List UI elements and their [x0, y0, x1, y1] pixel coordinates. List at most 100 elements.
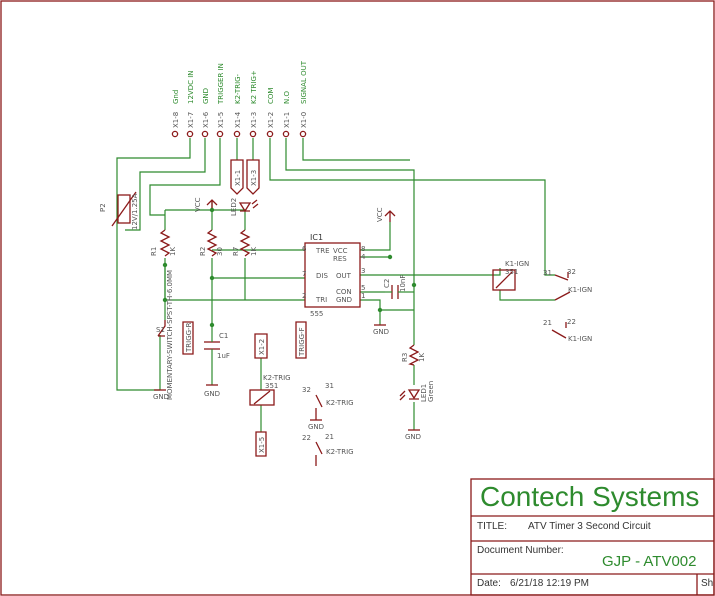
connector-pin-label: TRIGGER IN: [217, 63, 225, 105]
svg-text:X1-3: X1-3: [250, 170, 258, 186]
svg-text:21: 21: [543, 319, 552, 327]
connector-pin: [299, 130, 307, 138]
connector-pin: [233, 130, 241, 138]
relay-k1-contact-1: 31 32 K1-IGN: [543, 268, 592, 301]
svg-text:6: 6: [302, 245, 307, 253]
resistor-r2: R2 30: [199, 229, 224, 257]
k2-sw2-name: K2-TRIG: [326, 448, 354, 456]
flag-x1-3: X1-3: [246, 159, 260, 195]
connector-pin-label: N.O: [283, 91, 291, 104]
svg-text:1: 1: [361, 292, 365, 300]
connector-pin-id: X1-8: [172, 112, 180, 128]
resistor-r1: R1 1K: [150, 229, 177, 257]
k1-value: 351: [505, 268, 518, 276]
connector-pin-id: X1-2: [267, 112, 275, 128]
switch-s1: S1 MOMENTARY-SWITCH-SPST-TH-6.0MM: [156, 270, 174, 400]
svg-text:32: 32: [567, 268, 576, 276]
p2-ptc: P2 12V/1.25A: [99, 191, 139, 230]
connector-pin: [186, 130, 194, 138]
junctions: [162, 207, 417, 328]
connector-pin-label: K2-TRIG-: [234, 73, 242, 104]
p2-label: P2: [99, 203, 107, 212]
ic1-555: IC1 555 TRE DIS TRI VCC RES OUT CON GND …: [302, 233, 366, 318]
led2-label: LED2: [230, 198, 238, 216]
svg-text:X1-2: X1-2: [258, 339, 266, 355]
k1-sw2-name: K1-IGN: [568, 335, 592, 343]
svg-text:4: 4: [361, 253, 366, 261]
svg-text:X1-1: X1-1: [234, 170, 242, 186]
connector-pin-id: X1-1: [283, 112, 291, 128]
vcc-symbol-2: VCC: [376, 207, 396, 222]
svg-text:21: 21: [325, 433, 334, 441]
svg-text:TRE: TRE: [315, 247, 330, 255]
connector-pin-id: X1-3: [250, 112, 258, 128]
r7-name: R7: [232, 247, 240, 256]
led1-name: LED1: [420, 384, 428, 402]
svg-text:2: 2: [302, 292, 306, 300]
wires: [116, 138, 555, 432]
connector-pin-label: K2 TRIG+: [250, 70, 258, 104]
c2-name: C2: [383, 279, 391, 288]
relay-k2-coil: K2-TRIG 351: [249, 374, 291, 406]
svg-text:TRIGG-F: TRIGG-F: [298, 327, 306, 357]
relay-k1-contact-2: 21 22 K1-IGN: [543, 318, 592, 343]
svg-text:GND: GND: [405, 433, 421, 441]
relay-k2-contact-1: 31 32 K2-TRIG: [302, 382, 354, 420]
ic1-part: 555: [310, 310, 323, 318]
k1-sw1-name: K1-IGN: [568, 286, 592, 294]
connector-pin: [282, 130, 290, 138]
svg-text:TRIGG-R: TRIGG-R: [185, 322, 193, 353]
svg-text:3: 3: [361, 267, 365, 275]
led1: LED1 Green: [399, 381, 435, 402]
c1-name: C1: [219, 332, 228, 340]
r2-name: R2: [199, 247, 207, 256]
svg-text:RES: RES: [333, 255, 347, 263]
title-block-frame: [470, 478, 715, 596]
vcc-symbol-1: VCC: [194, 197, 218, 212]
k2-sw1-name: K2-TRIG: [326, 399, 354, 407]
r3-name: R3: [401, 353, 409, 362]
vcc1-label: VCC: [194, 197, 202, 212]
r1-value: 1K: [169, 247, 177, 256]
connector-pin-id: X1-6: [202, 111, 210, 128]
doc-number-label: Document Number:: [477, 545, 564, 556]
resistor-r3: R3 1K: [401, 344, 426, 366]
k2-value: 351: [265, 382, 278, 390]
svg-text:8: 8: [361, 245, 365, 253]
svg-text:VCC: VCC: [333, 247, 348, 255]
flag-x1-5: X1-5: [255, 431, 267, 457]
doc-number-value: GJP - ATV002: [602, 553, 697, 570]
connector-pin: [249, 130, 257, 138]
p2-value: 12V/1.25A: [131, 193, 139, 230]
k1-name: K1-IGN: [505, 260, 529, 268]
svg-text:DIS: DIS: [316, 272, 328, 280]
svg-text:GND: GND: [308, 423, 324, 431]
sheet-label: Sh: [701, 578, 714, 589]
s1-name: S1: [156, 326, 165, 334]
svg-text:22: 22: [302, 434, 311, 442]
led2: LED2: [230, 198, 259, 216]
flag-trigg-f: TRIGG-F: [295, 321, 307, 359]
connector-pin: [266, 130, 274, 138]
r7-value: 1K: [250, 247, 258, 256]
c2-value: 10nF: [399, 275, 407, 292]
relay-k1-coil: K1-IGN 351: [492, 260, 529, 291]
connector-pin-label: 12VDC IN: [187, 71, 195, 105]
ic1-name: IC1: [310, 233, 323, 242]
connector-pin: [201, 130, 209, 138]
svg-text:7: 7: [302, 270, 306, 278]
resistor-r7: R7 1K: [232, 229, 258, 257]
flag-x1-2: X1-2: [254, 333, 268, 359]
date-label: Date:: [477, 578, 501, 589]
capacitor-c2: C2 10nF: [383, 275, 407, 299]
title-label: TITLE:: [477, 521, 508, 532]
r2-value: 30: [216, 247, 224, 256]
svg-text:32: 32: [302, 386, 311, 394]
r1-name: R1: [150, 247, 158, 256]
svg-text:GND: GND: [204, 390, 220, 398]
connector-pin-id: X1-4: [234, 111, 242, 128]
connector-pin-label: Gnd: [172, 90, 180, 104]
